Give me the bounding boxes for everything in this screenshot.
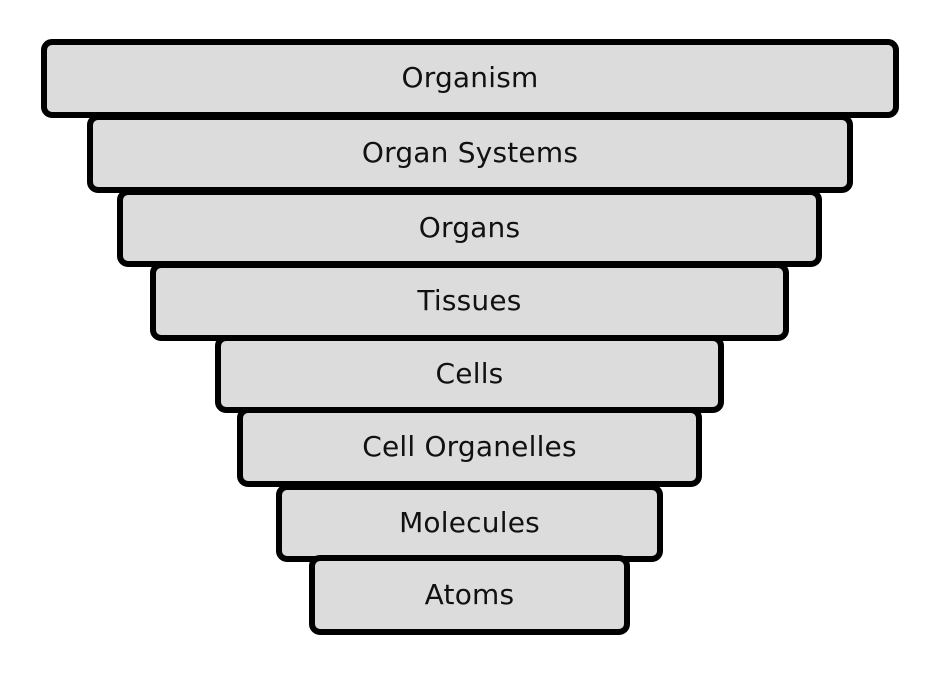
level-label: Organs — [418, 210, 521, 244]
level-label: Organism — [401, 61, 539, 94]
level-organ-systems: Organ Systems — [87, 114, 853, 193]
level-label: Molecules — [399, 505, 540, 539]
level-cells: Cells — [215, 335, 724, 413]
level-atoms: Atoms — [309, 555, 630, 635]
level-organs: Organs — [117, 189, 822, 267]
level-label: Cells — [435, 356, 504, 390]
level-label: Organ Systems — [361, 136, 579, 169]
level-label: Cell Organelles — [362, 429, 577, 463]
level-cell-organelles: Cell Organelles — [237, 407, 702, 487]
level-molecules: Molecules — [276, 484, 663, 562]
level-tissues: Tissues — [150, 262, 789, 341]
level-label: Tissues — [417, 284, 522, 317]
level-organism: Organism — [41, 39, 899, 118]
level-label: Atoms — [424, 577, 515, 611]
